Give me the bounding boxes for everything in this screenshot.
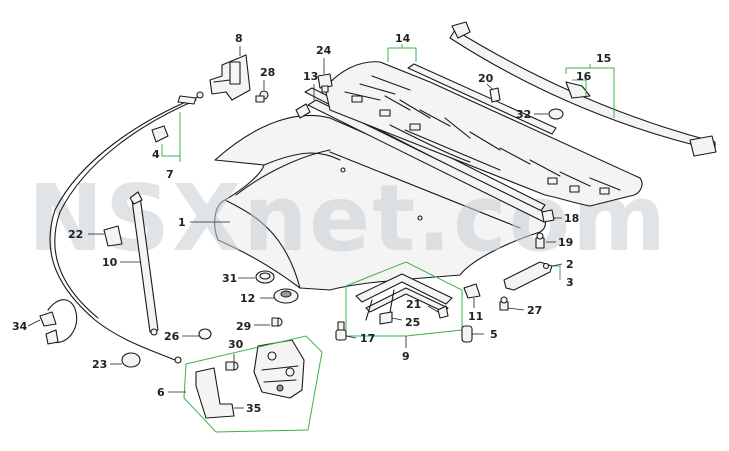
clip-20 (489, 87, 501, 103)
bolt-19 (535, 232, 545, 249)
group-2-3-bracket (552, 265, 561, 280)
callout-30: 30 (228, 338, 244, 351)
callout-17: 17 (360, 332, 375, 345)
leader-2 (551, 263, 563, 267)
windshield-upper-trim (449, 21, 717, 157)
callout-15: 15 (596, 52, 611, 65)
callout-32: 32 (516, 108, 531, 121)
lock-group-outline (183, 335, 323, 433)
hood-support-rod (129, 191, 159, 336)
stopper-11 (463, 283, 481, 299)
clip-24 (317, 73, 333, 93)
leader-34 (27, 319, 41, 327)
callout-21: 21 (406, 298, 421, 311)
hinge-bolt (255, 90, 269, 103)
callout-22: 22 (68, 228, 83, 241)
lock-bolt-30 (225, 361, 239, 371)
callout-35: 35 (246, 402, 261, 415)
callout-7: 7 (166, 168, 174, 181)
callout-9: 9 (402, 350, 410, 363)
leader-27 (507, 307, 525, 311)
callout-3: 3 (566, 276, 574, 289)
cable-clamp (39, 299, 78, 345)
hood-release-cable (49, 91, 204, 364)
bracket-2-3 (503, 261, 553, 291)
callout-34: 34 (12, 320, 28, 333)
callout-27: 27 (527, 304, 542, 317)
callout-23: 23 (92, 358, 107, 371)
stopper-5 (461, 325, 473, 343)
grommet-26 (198, 328, 212, 340)
seal-clip-25 (379, 311, 393, 325)
leader-25 (391, 317, 403, 321)
lock-bolt-29 (271, 317, 283, 327)
grommet-23 (121, 352, 141, 368)
callout-labels: 1 2 3 4 5 6 7 8 9 10 11 12 13 14 15 16 1… (12, 32, 611, 415)
hood-lock-assembly (253, 339, 305, 399)
callout-14: 14 (395, 32, 411, 45)
cable-clip (151, 125, 169, 143)
callout-10: 10 (102, 256, 118, 269)
callout-29: 29 (236, 320, 251, 333)
callout-4: 4 (152, 148, 160, 161)
callout-24: 24 (316, 44, 332, 57)
clip-18 (541, 209, 555, 223)
cowl-top-panel (324, 61, 643, 207)
group-16-bracket (572, 79, 587, 96)
hood-bumper (273, 288, 299, 304)
callout-18: 18 (564, 212, 579, 225)
callout-31: 31 (222, 272, 237, 285)
callout-26: 26 (164, 330, 180, 343)
callout-12: 12 (240, 292, 255, 305)
group-7-bracket (161, 112, 181, 162)
callout-20: 20 (478, 72, 494, 85)
callout-11: 11 (468, 310, 483, 323)
callout-28: 28 (260, 66, 275, 79)
trim-clip-16 (565, 81, 591, 99)
leader-20 (486, 83, 494, 91)
seal-clip-21 (437, 305, 449, 319)
callout-16: 16 (576, 70, 592, 83)
callout-2: 2 (566, 258, 574, 271)
hood-panel (214, 115, 546, 291)
callout-6: 6 (157, 386, 165, 399)
hood-hinge (209, 54, 251, 101)
leader-17 (345, 335, 357, 339)
bolt-27 (499, 296, 509, 311)
cowl-seal-strip (407, 63, 557, 135)
rod-holder-clip (103, 225, 123, 247)
callout-5: 5 (490, 328, 498, 341)
hood-seal (355, 273, 453, 321)
callout-13: 13 (303, 70, 318, 83)
callout-1: 1 (178, 216, 186, 229)
callout-25: 25 (405, 316, 420, 329)
group-14-bracket (387, 44, 417, 62)
leader-21 (427, 305, 439, 313)
lock-bracket (195, 367, 235, 419)
fastener-17 (335, 321, 347, 341)
group-15-bracket (565, 64, 615, 118)
grommet-32 (548, 108, 564, 120)
callout-19: 19 (558, 236, 573, 249)
rubber-ring (255, 270, 275, 284)
callout-8: 8 (235, 32, 243, 45)
